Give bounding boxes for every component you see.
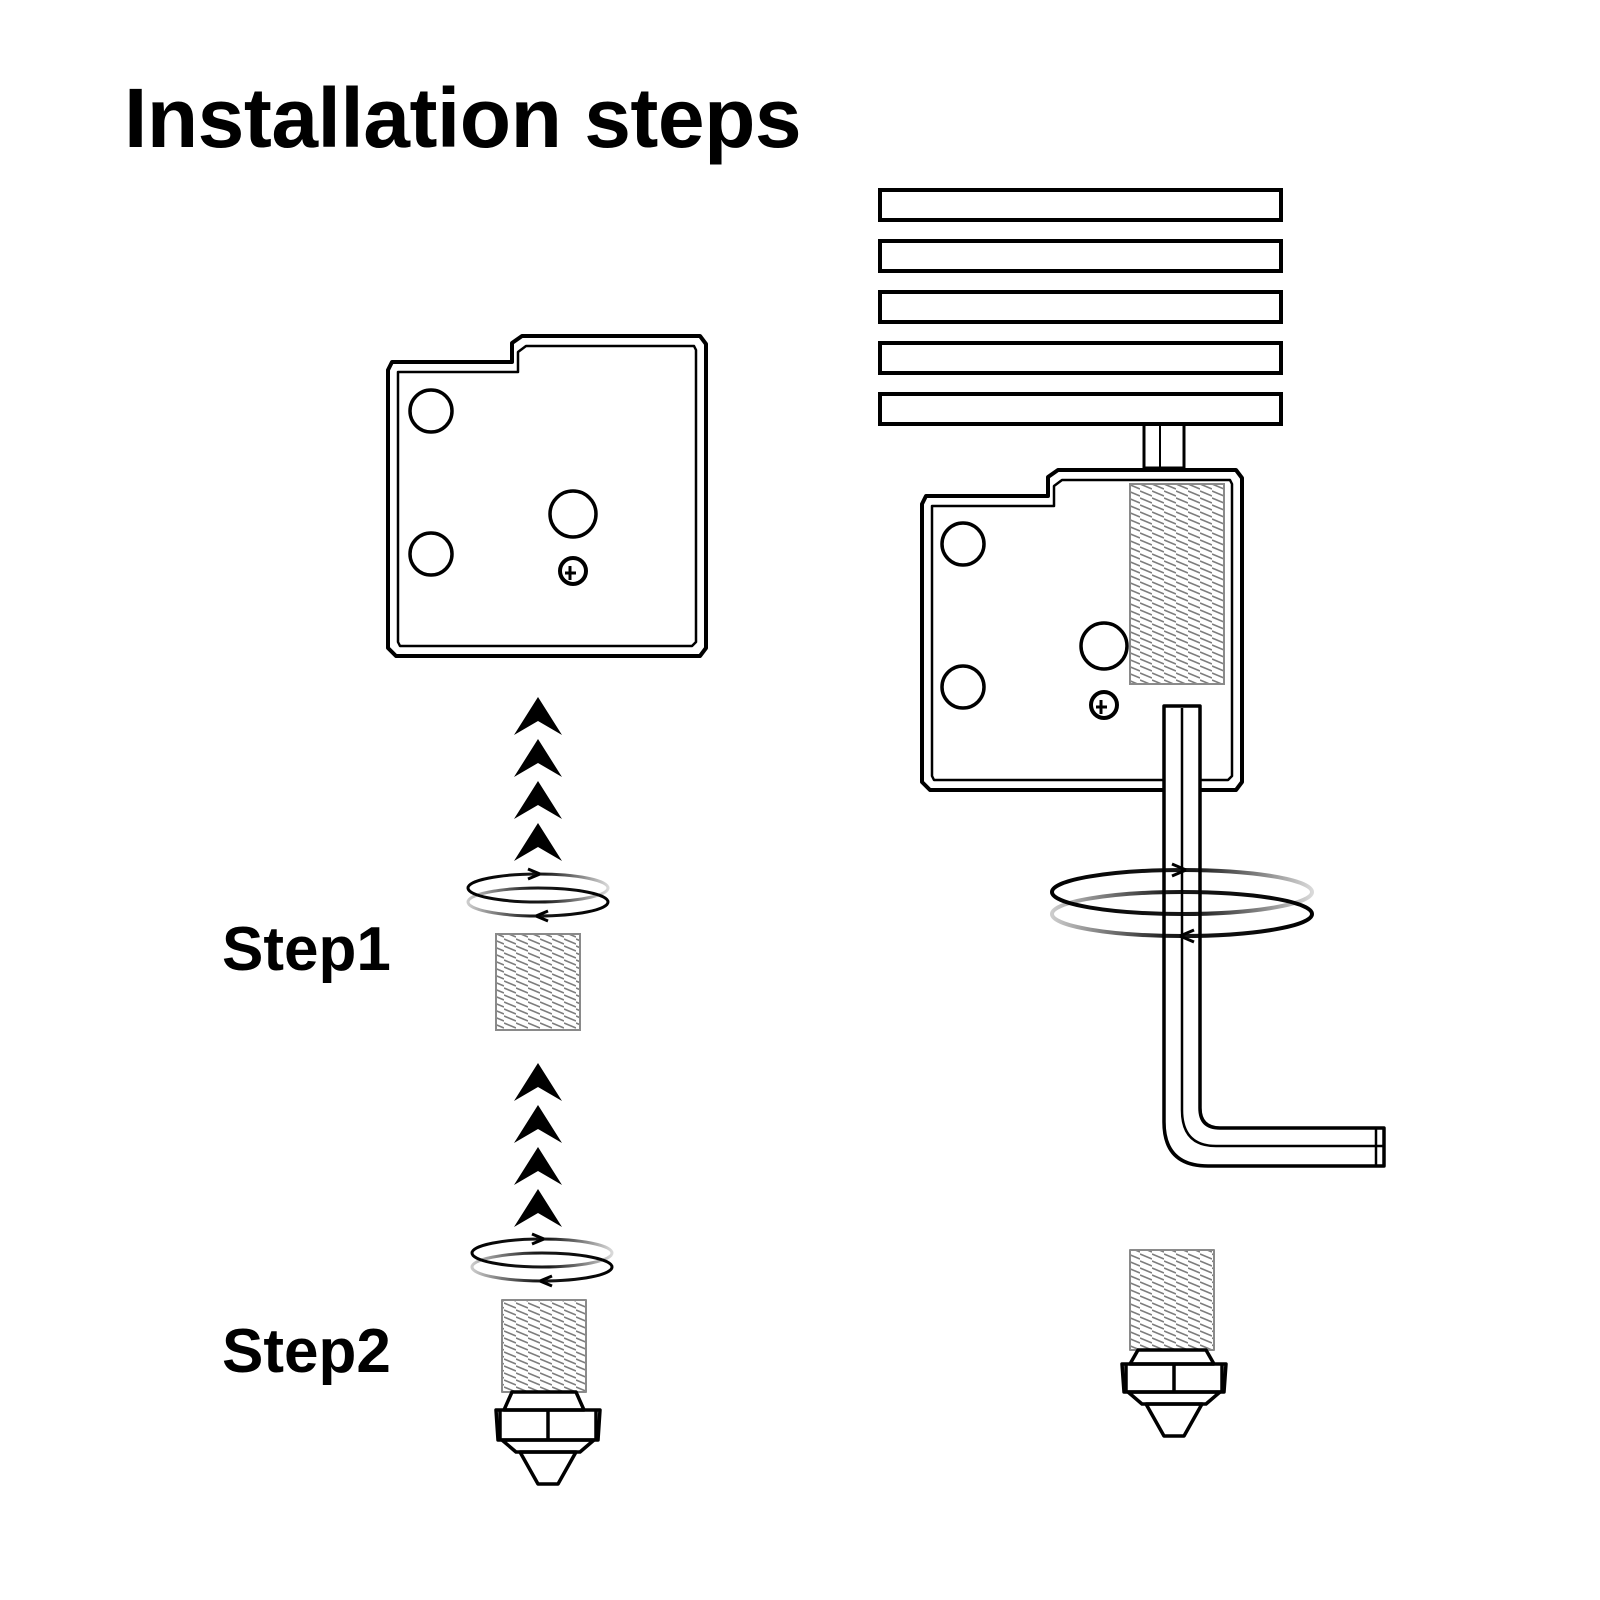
step2-label: Step2 [222,1317,391,1386]
heat-break-icon [1129,483,1225,685]
page-title: Installation steps [124,71,802,165]
rotation-arrows-icon [466,867,610,923]
hex-key-icon [1162,704,1386,1168]
nozzle-icon [1120,1249,1228,1438]
rotation-arrows-icon [470,1232,614,1288]
heater-block-icon [386,334,708,658]
heat-break-icon [495,933,581,1031]
step1-label: Step1 [222,915,391,984]
heater-block-icon [920,468,1244,792]
heat-sink-icon [878,188,1283,470]
rotation-arrows-icon [1050,862,1314,944]
nozzle-icon [494,1299,602,1486]
up-chevrons-icon [514,697,562,861]
up-chevrons-icon [514,1063,562,1227]
